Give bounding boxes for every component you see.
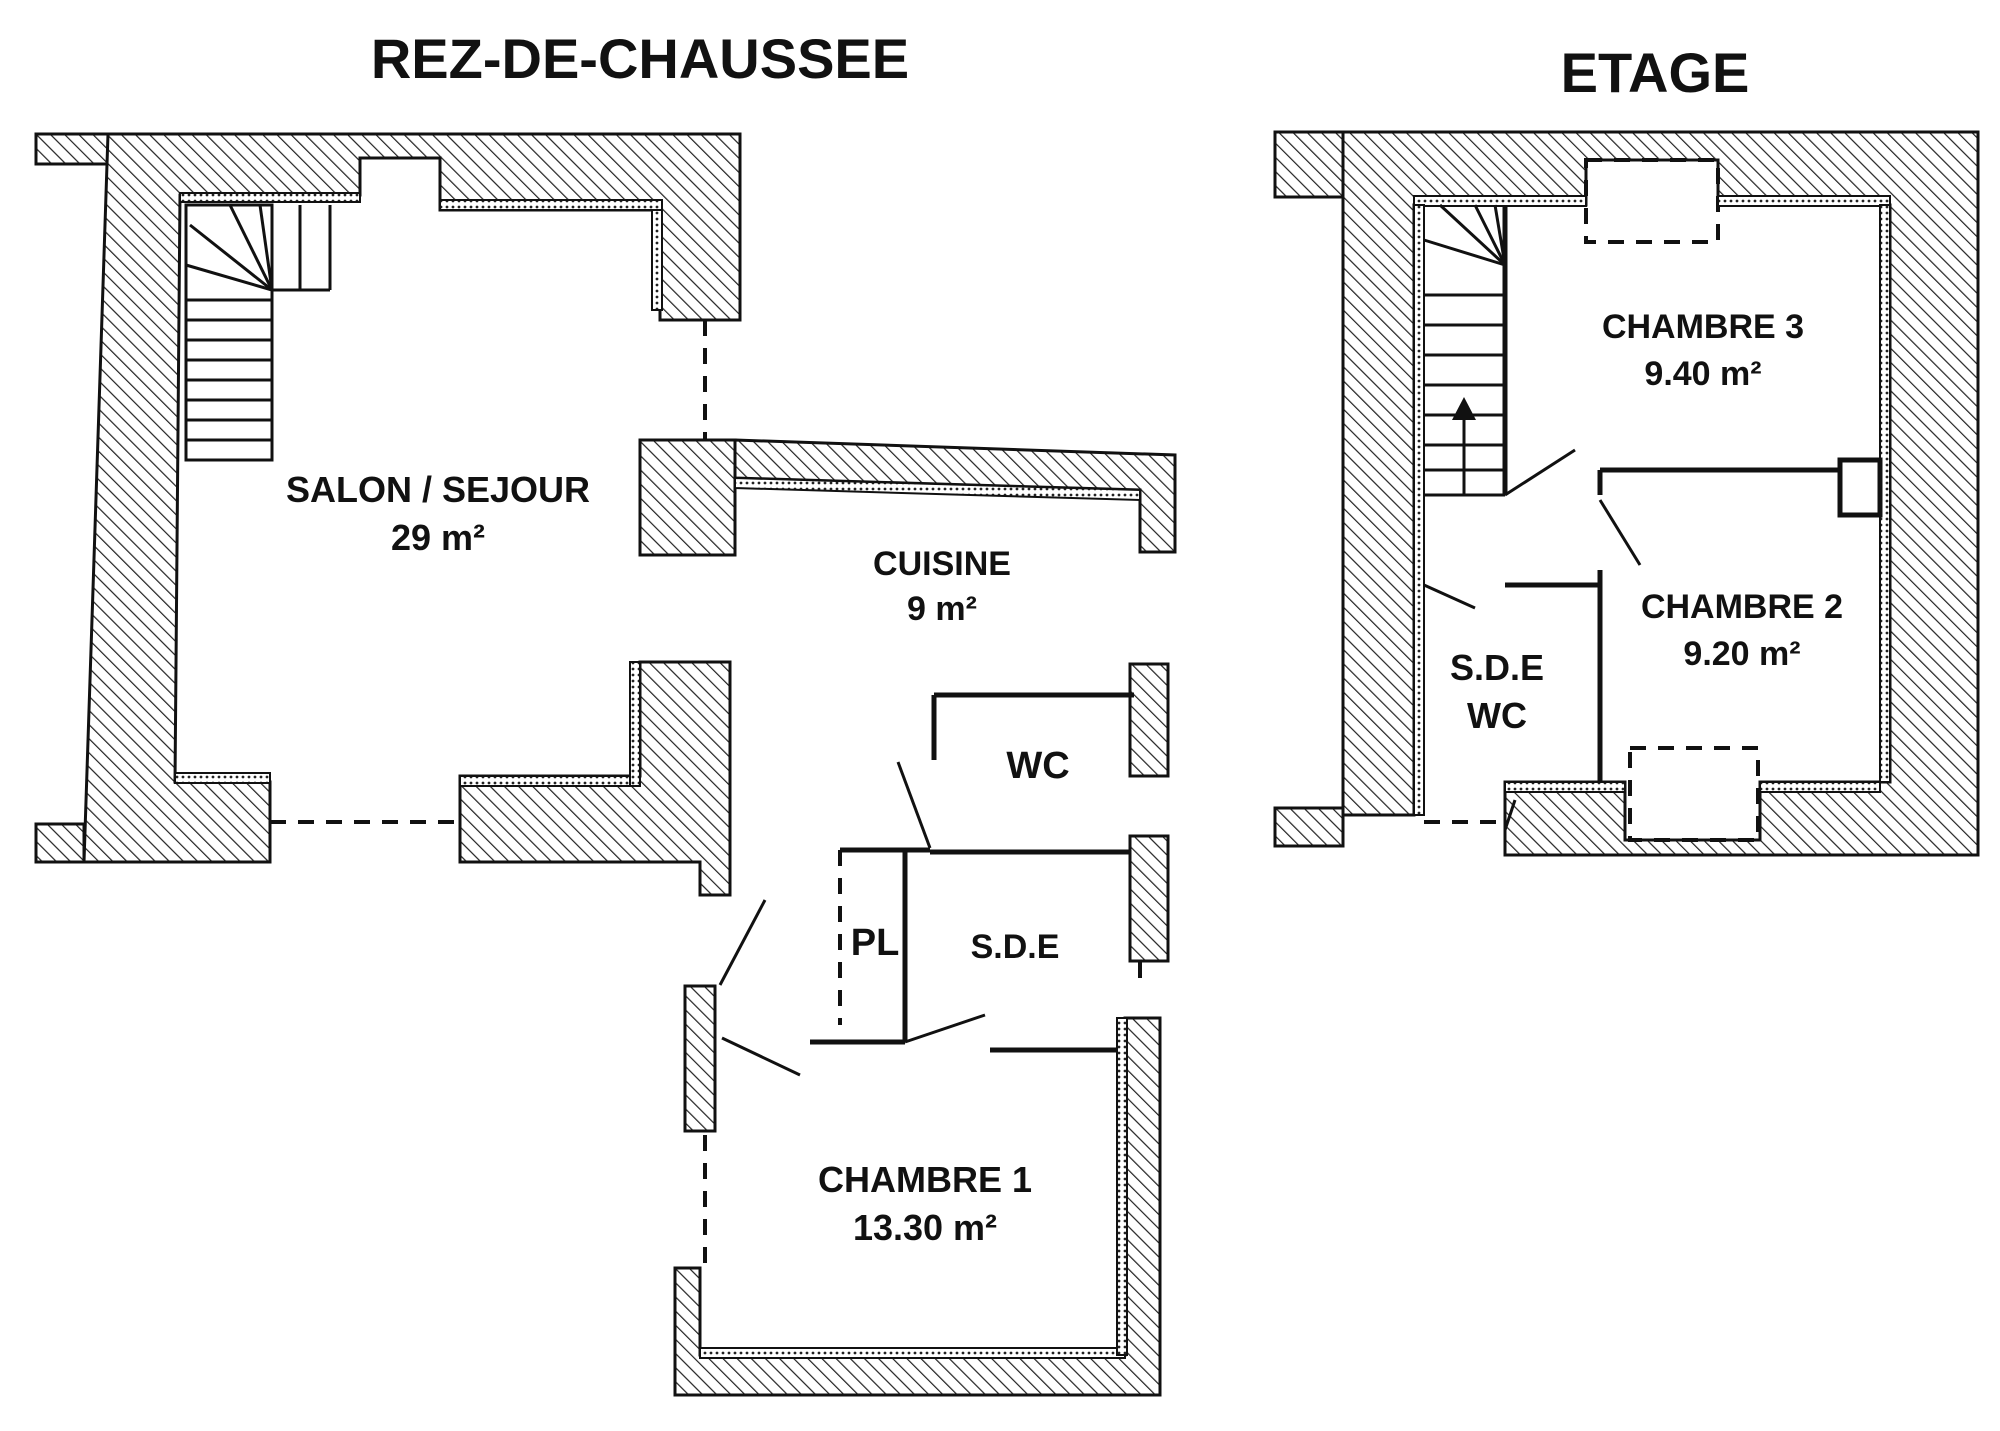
chambre2-name: CHAMBRE 2	[1641, 588, 1843, 626]
upper-entry-door	[1503, 799, 1517, 831]
wc-door	[896, 761, 932, 849]
upper-neighbor-wall-bottom	[1273, 806, 1345, 848]
sde-door	[904, 1013, 986, 1044]
upper-insulation-bottom-left	[1504, 781, 1626, 793]
chambre1-door	[721, 1036, 801, 1077]
staircase-upper	[1423, 203, 1507, 497]
corridor-door	[718, 899, 767, 986]
window-chambre3	[1584, 158, 1720, 244]
upper-floor-title: ETAGE	[1561, 41, 1750, 104]
chambre2-area: 9.20 m²	[1683, 635, 1800, 673]
upper-neighbor-wall-top	[1273, 130, 1345, 199]
salon-insulation-right-bottom	[629, 661, 641, 787]
upper-insulation-left	[1413, 204, 1425, 816]
upper-insulation-top-left	[1413, 195, 1587, 207]
sde-door	[1423, 583, 1476, 610]
salon-area: 29 m²	[391, 517, 485, 558]
upper-floor-plan	[1273, 130, 1980, 857]
chambre1-left-wall-stub	[683, 984, 717, 1133]
neighbor-wall-top	[34, 132, 110, 166]
cuisine-area: 9 m²	[907, 590, 977, 628]
salon-name: SALON / SEJOUR	[286, 469, 590, 510]
chambre1-area: 13.30 m²	[853, 1207, 997, 1248]
staircase-ground	[184, 203, 332, 462]
cuisine-insulation-top	[734, 476, 1141, 502]
pl-name: PL	[851, 922, 900, 964]
salon-insulation-right	[651, 209, 663, 311]
sde-wc-name: S.D.E	[1450, 647, 1544, 688]
upper-insulation-bottom-right	[1759, 781, 1881, 793]
chambre3-door	[1504, 448, 1576, 497]
chambre1-name: CHAMBRE 1	[818, 1159, 1032, 1200]
chambre1-insulation-right	[1116, 1017, 1128, 1356]
salon-insulation-top-right	[439, 199, 663, 211]
salon-insulation-bottom	[174, 772, 271, 784]
duct-box	[1837, 457, 1883, 518]
pillar-wall	[638, 438, 737, 557]
chambre1-insulation-bottom	[699, 1347, 1126, 1359]
chambre3-area: 9.40 m²	[1644, 355, 1761, 393]
cuisine-name: CUISINE	[873, 545, 1011, 583]
sde-wc-name2: WC	[1467, 695, 1527, 736]
window-chambre2	[1628, 746, 1760, 842]
chambre2-door	[1598, 499, 1642, 566]
salon-insulation-bottom-right	[459, 775, 641, 787]
ground-floor-title: REZ-DE-CHAUSSEE	[371, 27, 909, 90]
neighbor-wall-bottom	[34, 822, 86, 864]
sde-name: S.D.E	[971, 928, 1060, 966]
salon-insulation-top	[179, 192, 361, 203]
upper-insulation-top-right	[1717, 195, 1891, 207]
chambre3-name: CHAMBRE 3	[1602, 308, 1804, 346]
sde-right-wall	[1128, 834, 1170, 963]
wc-right-wall	[1128, 662, 1170, 778]
salon-outer-wall	[82, 132, 742, 864]
ground-floor-plan	[34, 132, 1177, 1397]
stair-arrow-icon	[1452, 397, 1476, 420]
wc-name: WC	[1006, 745, 1069, 787]
